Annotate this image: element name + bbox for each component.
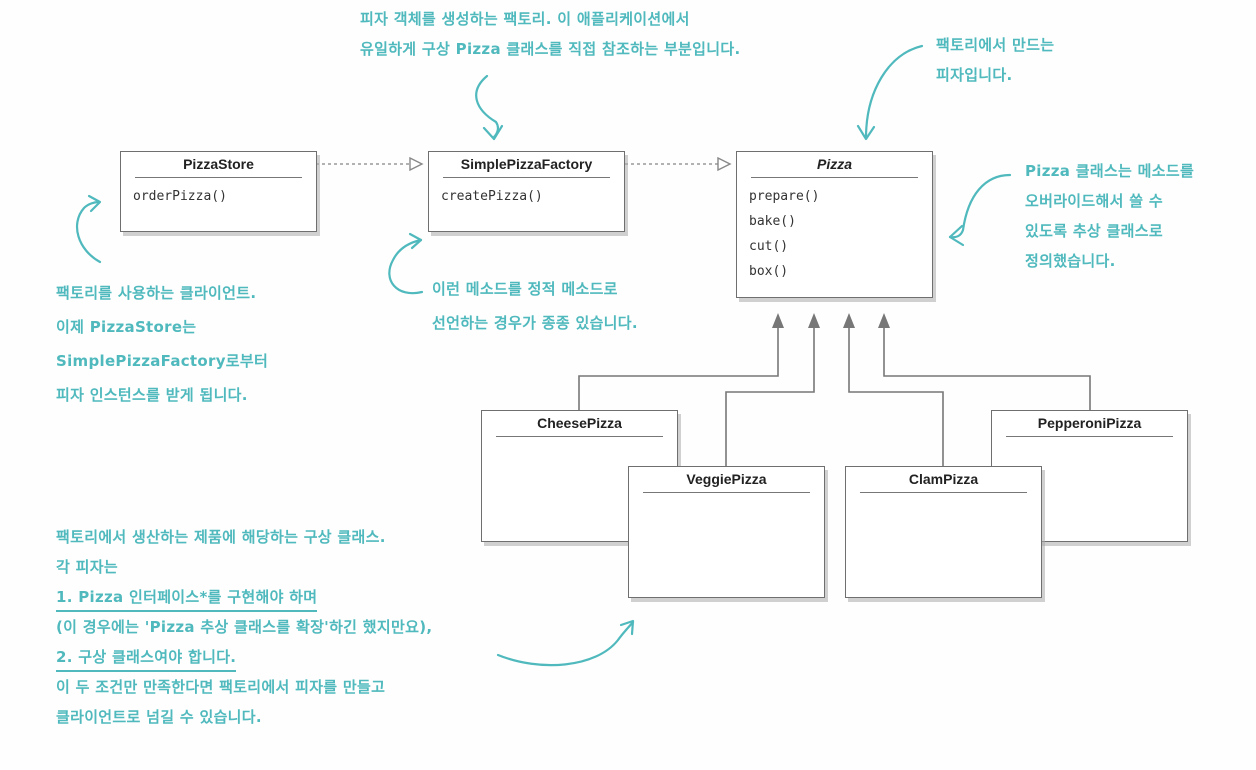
pizza-store-class: PizzaStore orderPizza() xyxy=(120,151,317,232)
method-box: box() xyxy=(749,264,789,279)
annotation-arrow-factory xyxy=(475,74,504,141)
inheritance-line-clam xyxy=(848,318,944,467)
annotation-line: Pizza 클래스는 메소드를 xyxy=(1025,162,1195,180)
concrete-class-annotation: 팩토리에서 생산하는 제품에 해당하는 구상 클래스. 각 피자는 1. Piz… xyxy=(56,522,432,732)
annotation-line: SimplePizzaFactory로부터 xyxy=(56,352,269,370)
underlined-condition-2: 2. 구상 클래스여야 합니다. xyxy=(56,644,237,672)
inheritance-arrowhead xyxy=(808,313,820,328)
annotation-arrow-static xyxy=(388,232,424,295)
annotation-line: 피자입니다. xyxy=(936,66,1013,84)
veggie-pizza-class: VeggiePizza xyxy=(628,466,825,598)
static-method-annotation: 이런 메소드를 정적 메소드로 선언하는 경우가 종종 있습니다. xyxy=(432,272,638,340)
inheritance-arrowhead xyxy=(878,313,890,328)
annotation-arrow-client xyxy=(75,194,102,264)
class-name: CheesePizza xyxy=(496,411,663,437)
annotation-line: 팩토리를 사용하는 클라이언트. xyxy=(56,284,257,302)
simple-pizza-factory-class: SimplePizzaFactory createPizza() xyxy=(428,151,625,232)
inheritance-line-pepperoni xyxy=(883,318,1091,410)
method-create-pizza: createPizza() xyxy=(441,189,543,204)
annotation-line: 피자 인스턴스를 받게 됩니다. xyxy=(56,386,248,404)
class-name: VeggiePizza xyxy=(643,467,810,493)
underlined-condition-1: 1. Pizza 인터페이스*를 구현해야 하며 xyxy=(56,584,318,612)
annotation-line: 이 두 조건만 만족한다면 팩토리에서 피자를 만들고 xyxy=(56,678,386,696)
annotation-line: 유일하게 구상 Pizza 클래스를 직접 참조하는 부분입니다. xyxy=(360,40,741,58)
method-order-pizza: orderPizza() xyxy=(133,189,227,204)
inheritance-arrowhead xyxy=(772,313,784,328)
abstract-class-annotation: Pizza 클래스는 메소드를 오버라이드해서 쓸 수 있도록 추상 클래스로 … xyxy=(1025,156,1194,276)
factory-annotation: 피자 객체를 생성하는 팩토리. 이 애플리케이션에서 유일하게 구상 Pizz… xyxy=(360,4,740,64)
dependency-arrow-store-factory xyxy=(316,156,424,172)
method-prepare: prepare() xyxy=(749,189,820,204)
class-name: Pizza xyxy=(751,152,918,178)
annotation-line: (이 경우에는 'Pizza 추상 클래스를 확장'하긴 했지만요), xyxy=(56,618,433,636)
clam-pizza-class: ClamPizza xyxy=(845,466,1042,598)
client-annotation: 팩토리를 사용하는 클라이언트. 이제 PizzaStore는 SimplePi… xyxy=(56,276,268,412)
inheritance-line-cheese xyxy=(578,318,779,410)
annotation-line: 정의했습니다. xyxy=(1025,252,1116,270)
pizza-abstract-class: Pizza prepare() bake() cut() box() xyxy=(736,151,933,298)
annotation-line: 이런 메소드를 정적 메소드로 xyxy=(432,280,618,298)
annotation-arrow-concrete xyxy=(496,619,635,667)
annotation-line: 각 피자는 xyxy=(56,558,118,576)
class-name: SimplePizzaFactory xyxy=(443,152,610,178)
class-name: ClamPizza xyxy=(860,467,1027,493)
annotation-line: 클라이언트로 넘길 수 있습니다. xyxy=(56,708,262,726)
method-cut: cut() xyxy=(749,239,789,254)
annotation-line: 이제 PizzaStore는 xyxy=(56,318,197,336)
dependency-arrow-factory-pizza xyxy=(625,156,732,172)
annotation-line: 오버라이드해서 쓸 수 xyxy=(1025,192,1163,210)
annotation-arrow-product xyxy=(856,44,924,141)
class-name: PepperoniPizza xyxy=(1006,411,1173,437)
method-bake: bake() xyxy=(749,214,796,229)
annotation-line: 피자 객체를 생성하는 팩토리. 이 애플리케이션에서 xyxy=(360,10,690,28)
annotation-arrow-abstract xyxy=(948,173,1012,247)
annotation-line: 선언하는 경우가 종종 있습니다. xyxy=(432,314,638,332)
annotation-line: 있도록 추상 클래스로 xyxy=(1025,222,1163,240)
inheritance-arrowhead xyxy=(843,313,855,328)
product-annotation: 팩토리에서 만드는 피자입니다. xyxy=(936,30,1054,90)
annotation-line: 팩토리에서 만드는 xyxy=(936,36,1055,54)
inheritance-line-veggie xyxy=(725,318,815,467)
class-name: PizzaStore xyxy=(135,152,302,178)
annotation-line: 팩토리에서 생산하는 제품에 해당하는 구상 클래스. xyxy=(56,528,386,546)
